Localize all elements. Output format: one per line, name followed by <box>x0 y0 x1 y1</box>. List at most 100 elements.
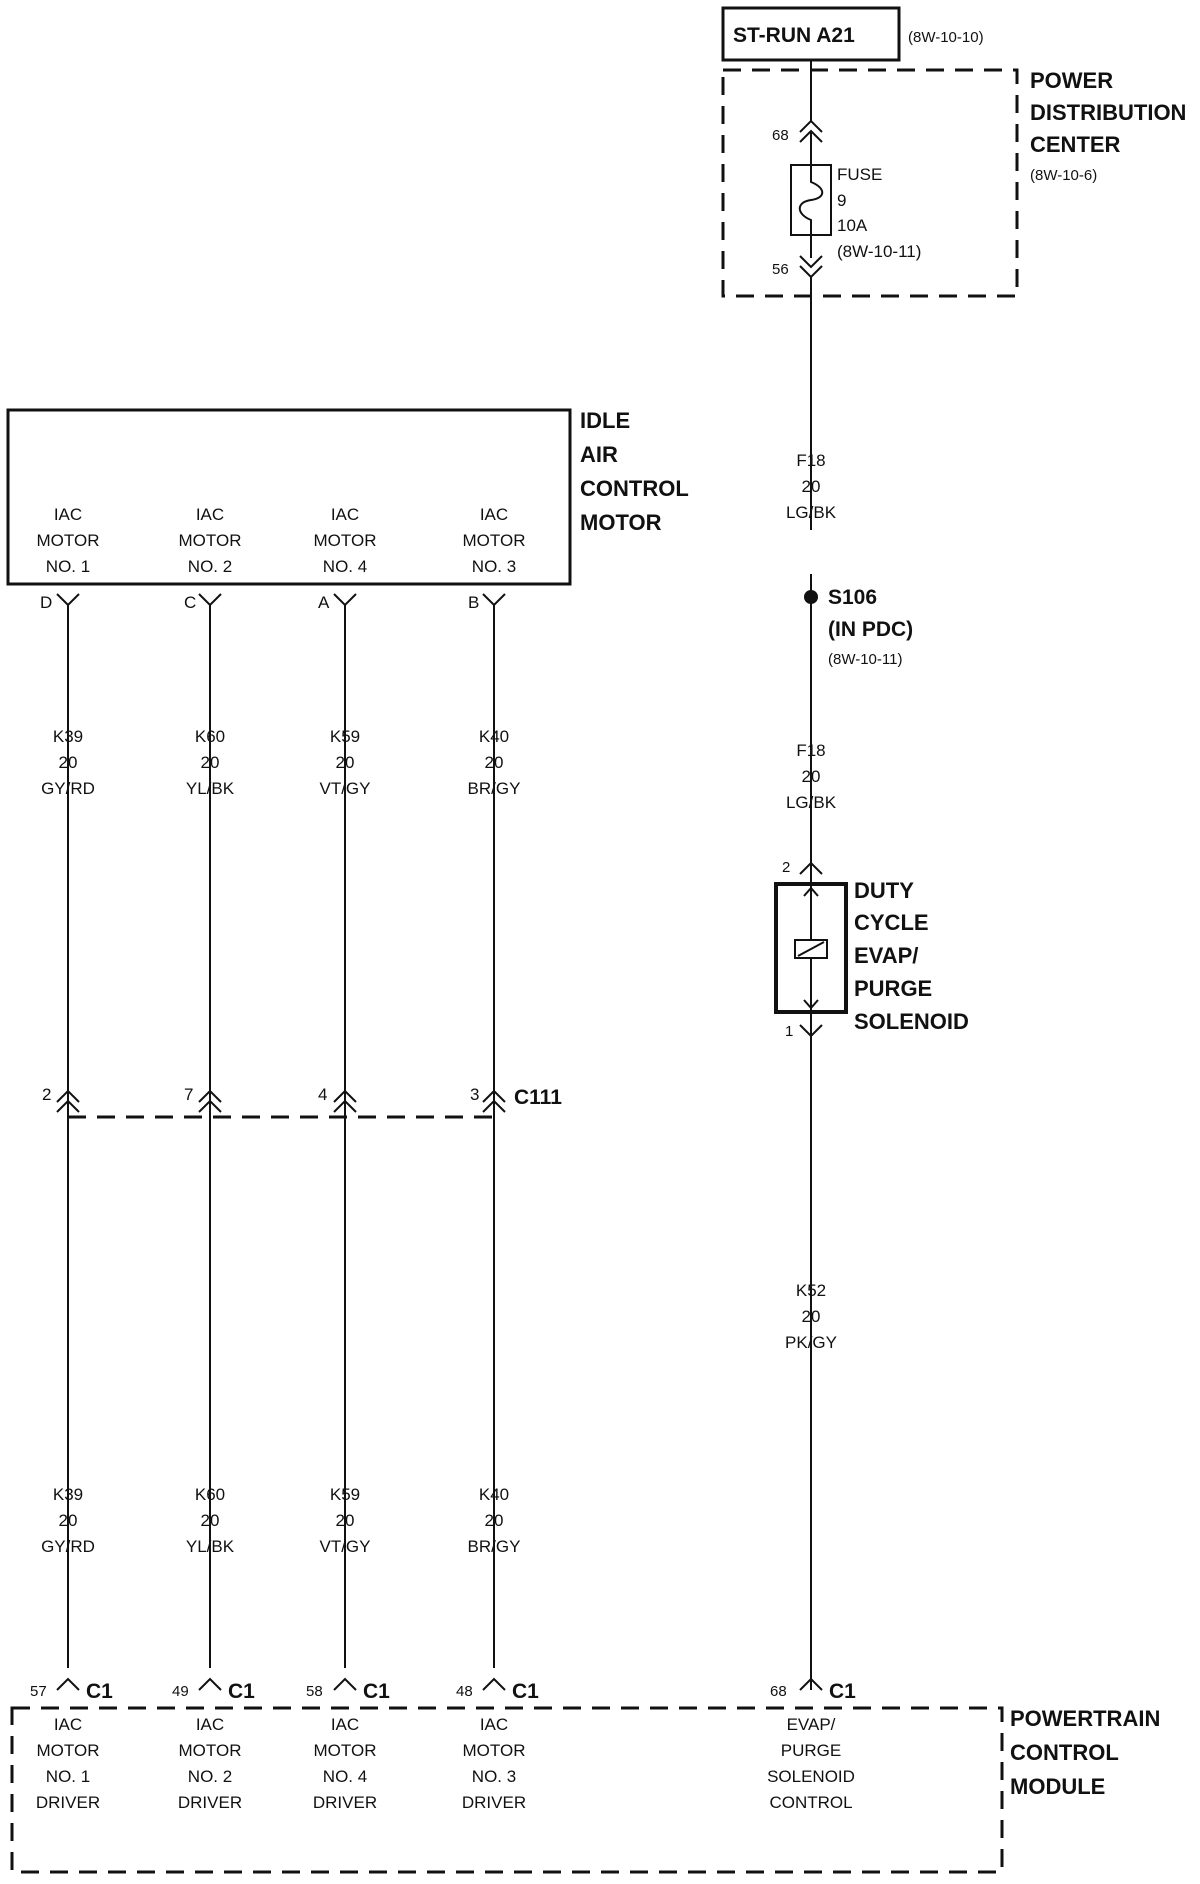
c111-chevron-1b <box>56 1099 80 1113</box>
wire-k52-circuit: K52 <box>796 1281 826 1300</box>
pcm-terminal-1-line-2: MOTOR <box>37 1741 100 1760</box>
pcm-terminal-1-line-1: IAC <box>54 1715 82 1734</box>
wire-k59-top-gauge: 20 <box>336 753 355 772</box>
pcm-terminal-1: IAC MOTOR NO. 1 DRIVER <box>36 1715 100 1812</box>
splice-location: (IN PDC) <box>828 618 913 641</box>
pcm-terminal-1-line-4: DRIVER <box>36 1793 100 1812</box>
wire-k60-bottom-gauge: 20 <box>201 1511 220 1530</box>
c111-chevron-3a <box>333 1089 357 1103</box>
c111-pin-4: 3 <box>470 1085 479 1104</box>
fuse-number: 9 <box>837 191 846 210</box>
st-run-ref: (8W-10-10) <box>908 29 984 46</box>
pcm-terminal-5: EVAP/ PURGE SOLENOID CONTROL <box>767 1715 855 1812</box>
solenoid-connector-top <box>799 861 823 875</box>
wire-k59-bottom-circuit: K59 <box>330 1485 360 1504</box>
wire-k39-bottom-color: GY/RD <box>41 1537 95 1556</box>
c111-chevron-1a <box>56 1089 80 1103</box>
pcm-c1-label-5: C1 <box>829 1680 856 1703</box>
pcm-outline <box>10 1706 1004 1874</box>
splice-name: S106 <box>828 586 877 609</box>
splice-gap <box>799 530 823 574</box>
pcm-terminal-4-line-4: DRIVER <box>462 1793 526 1812</box>
pcm-c1-label-4: C1 <box>512 1680 539 1703</box>
pdc-connector-in <box>799 119 823 143</box>
pcm-terminal-5-line-3: SOLENOID <box>767 1767 855 1786</box>
iac-connector-3 <box>333 593 357 607</box>
iac-terminal-4-line-2: MOTOR <box>463 531 526 550</box>
solenoid-title-line-5: SOLENOID <box>854 1009 969 1034</box>
iac-terminal-3-line-1: IAC <box>331 505 359 524</box>
pcm-terminal-4-line-1: IAC <box>480 1715 508 1734</box>
pcm-terminal-5-line-2: PURGE <box>781 1741 841 1760</box>
pcm-terminal-3-line-2: MOTOR <box>314 1741 377 1760</box>
pdc-title-line-2: DISTRIBUTION <box>1030 100 1186 125</box>
iac-title-line-2: AIR <box>580 442 618 467</box>
wire-k40-bottom-color: BR/GY <box>468 1537 521 1556</box>
iac-title-line-3: CONTROL <box>580 476 689 501</box>
iac-terminal-1-line-3: NO. 1 <box>46 557 90 576</box>
iac-motor-box <box>6 408 572 586</box>
iac-column-2: IAC MOTOR NO. 2 C K60 20 YL/BK 7 K60 20 … <box>179 505 241 1668</box>
iac-pin-4: B <box>468 593 479 612</box>
wire-k59-top-circuit: K59 <box>330 727 360 746</box>
iac-terminal-1-line-1: IAC <box>54 505 82 524</box>
splice-dot-icon <box>804 590 818 604</box>
solenoid-pin-bottom: 1 <box>785 1023 793 1040</box>
wire-k60-bottom-color: YL/BK <box>186 1537 235 1556</box>
wire-k59-top-color: VT/GY <box>319 779 370 798</box>
c111-chevron-4a <box>482 1089 506 1103</box>
fuse-rating: 10A <box>837 216 868 235</box>
c111-chevron-3b <box>333 1099 357 1113</box>
wire-k39-bottom-gauge: 20 <box>59 1511 78 1530</box>
pcm-terminal-5-line-4: CONTROL <box>769 1793 852 1812</box>
iac-pin-1: D <box>40 593 52 612</box>
fuse-label: FUSE <box>837 165 882 184</box>
iac-terminal-4-line-3: NO. 3 <box>472 557 516 576</box>
iac-title-line-1: IDLE <box>580 408 630 433</box>
c111-pin-2: 7 <box>184 1085 193 1104</box>
pdc-connector-out <box>799 255 823 279</box>
wire-k60-top-circuit: K60 <box>195 727 225 746</box>
c111-chevron-2b <box>198 1099 222 1113</box>
wire-f18-bottom-color: LG/BK <box>786 793 837 812</box>
iac-terminal-1-line-2: MOTOR <box>37 531 100 550</box>
wire-k39-top-gauge: 20 <box>59 753 78 772</box>
wire-k39-top-color: GY/RD <box>41 779 95 798</box>
wire-f18-top-circuit: F18 <box>796 451 825 470</box>
c111-chevron-4b <box>482 1099 506 1113</box>
fuse-ref: (8W-10-11) <box>837 242 921 261</box>
iac-column-4: IAC MOTOR NO. 3 B K40 20 BR/GY 3 K40 20 … <box>463 505 526 1668</box>
pcm-terminal-4: IAC MOTOR NO. 3 DRIVER <box>462 1715 526 1812</box>
pcm-c1-label-2: C1 <box>228 1680 255 1703</box>
splice-ref: (8W-10-11) <box>828 651 902 668</box>
iac-terminal-2-line-3: NO. 2 <box>188 557 232 576</box>
solenoid-title-line-1: DUTY <box>854 878 914 903</box>
wire-k39-bottom-circuit: K39 <box>53 1485 83 1504</box>
pcm-c1-connector-4: 48 C1 <box>456 1677 539 1703</box>
iac-terminal-3-line-2: MOTOR <box>314 531 377 550</box>
pcm-terminal-3-line-4: DRIVER <box>313 1793 377 1812</box>
pcm-terminal-1-line-3: NO. 1 <box>46 1767 90 1786</box>
wire-k40-bottom-circuit: K40 <box>479 1485 509 1504</box>
pdc-title-line-3: CENTER <box>1030 132 1121 157</box>
wire-k40-top-color: BR/GY <box>468 779 521 798</box>
pdc-pin-in: 68 <box>772 127 789 144</box>
pcm-c1-label-3: C1 <box>363 1680 390 1703</box>
solenoid-arrow-down-icon <box>803 999 819 1010</box>
wire-k60-top-color: YL/BK <box>186 779 235 798</box>
wire-k40-top-circuit: K40 <box>479 727 509 746</box>
pcm-terminal-2-line-4: DRIVER <box>178 1793 242 1812</box>
pcm-terminal-3: IAC MOTOR NO. 4 DRIVER <box>313 1715 377 1812</box>
pdc-pin-out: 56 <box>772 261 789 278</box>
iac-column-1: IAC MOTOR NO. 1 D K39 20 GY/RD 2 K39 20 … <box>37 505 100 1668</box>
wire-f18-top-color: LG/BK <box>786 503 837 522</box>
fuse-element-icon <box>798 165 824 235</box>
pcm-terminal-2-line-2: MOTOR <box>179 1741 242 1760</box>
iac-connector-2 <box>198 593 222 607</box>
wire-f18-bottom-circuit: F18 <box>796 741 825 760</box>
pcm-terminal-4-line-2: MOTOR <box>463 1741 526 1760</box>
wire-k52-color: PK/GY <box>785 1333 837 1352</box>
pcm-c1-connector-1: 57 C1 <box>30 1677 113 1703</box>
solenoid-connector-bottom <box>799 1024 823 1038</box>
iac-connector-4 <box>482 593 506 607</box>
